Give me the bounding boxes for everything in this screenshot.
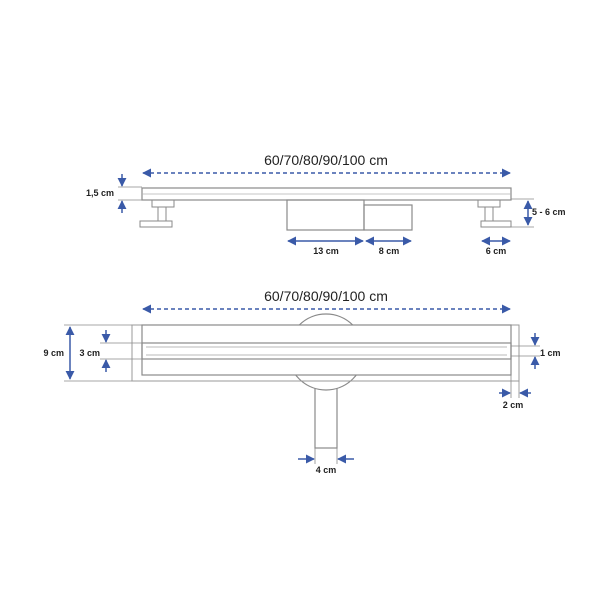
top-channel: [141, 324, 512, 376]
side-outlet-box: [286, 199, 365, 231]
side-left-foot: [139, 199, 175, 228]
side-view: 60/70/80/90/100 cm 1,5 cm 5 - 6 cm 13 cm…: [86, 152, 566, 256]
side-length-label: 60/70/80/90/100 cm: [264, 152, 388, 168]
side-right-foot: [477, 199, 512, 228]
top-grate-width-label: 1 cm: [540, 348, 561, 358]
side-foot-label: 6 cm: [486, 246, 507, 256]
top-margin-label: 2 cm: [503, 400, 524, 410]
side-height-label: 5 - 6 cm: [532, 207, 566, 217]
top-view: 60/70/80/90/100 cm 9 cm 3 cm 1 cm 2 cm 4…: [43, 288, 560, 475]
side-trap-label: 8 cm: [379, 246, 400, 256]
top-outer-width-label: 9 cm: [43, 348, 64, 358]
top-grate-slot: [141, 342, 512, 360]
top-length-label: 60/70/80/90/100 cm: [264, 288, 388, 304]
top-outlet-pipe: [314, 387, 338, 449]
top-pipe-label: 4 cm: [316, 465, 337, 475]
top-channel-width-label: 3 cm: [79, 348, 100, 358]
side-outlet-label: 13 cm: [313, 246, 339, 256]
side-thickness-label: 1,5 cm: [86, 188, 114, 198]
side-trap-box: [363, 204, 413, 231]
